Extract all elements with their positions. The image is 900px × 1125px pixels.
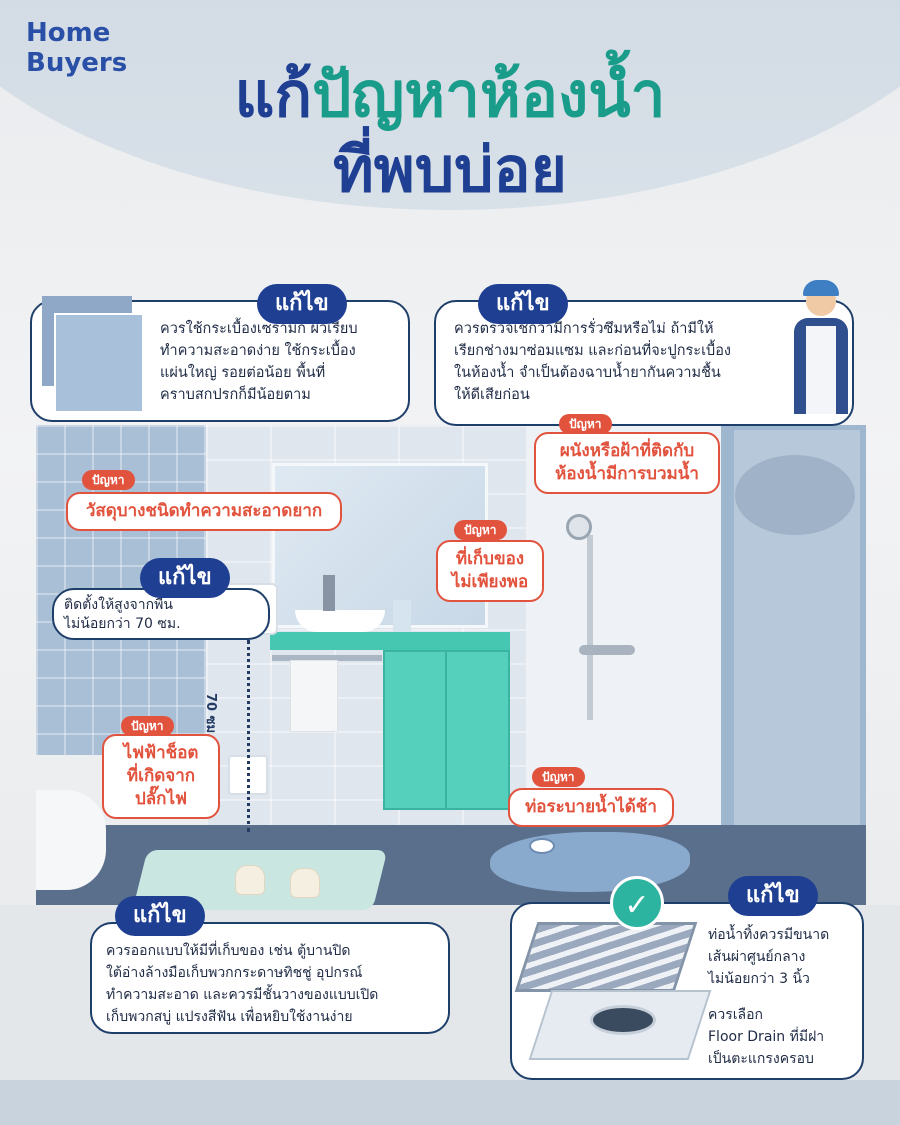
page-title-line-1: แก้ปัญหาห้องน้ำ xyxy=(0,60,900,130)
water-puddle xyxy=(490,832,690,892)
problem-slow-drain: ท่อระบายน้ำได้ช้า xyxy=(508,788,674,827)
problem-tag: ปัญหา xyxy=(454,520,507,540)
solution-storage-text: ควรออกแบบให้มีที่เก็บของ เช่น ตู้บานปิด … xyxy=(106,943,379,1025)
solution-label: แก้ไข xyxy=(115,896,205,936)
drain-grate-icon xyxy=(514,922,698,992)
title-accent: ปัญหาห้องน้ำ xyxy=(312,58,666,131)
toothbrush-cup-icon xyxy=(393,600,411,632)
solution-label: แก้ไข xyxy=(478,284,568,324)
solution-leak: ควรตรวจเช็กว่ามีการรั่วซึมหรือไม่ ถ้ามีใ… xyxy=(434,300,854,426)
title-dark: แก้ xyxy=(234,58,313,131)
solution-storage: ควรออกแบบให้มีที่เก็บของ เช่น ตู้บานปิด … xyxy=(90,922,450,1034)
problem-electric-shock: ไฟฟ้าช็อต ที่เกิดจาก ปลั๊กไฟ xyxy=(102,734,220,819)
solution-tiles-text: ควรใช้กระเบื้องเซรามิก ผิวเรียบ ทำความสะ… xyxy=(160,321,358,403)
solution-label: แก้ไข xyxy=(140,558,230,598)
problem-tag: ปัญหา xyxy=(532,767,585,787)
floor-drain-icon xyxy=(529,838,555,854)
tile-icon xyxy=(54,313,144,413)
slipper-icon xyxy=(235,865,265,895)
slipper-icon xyxy=(290,868,320,898)
towel-bar xyxy=(272,655,382,661)
drain-hole-icon xyxy=(590,1005,656,1035)
page-title-line-2: ที่พบบ่อย xyxy=(332,133,567,206)
check-icon: ✓ xyxy=(610,876,664,930)
bottom-strip xyxy=(0,1080,900,1125)
height-dimension-line xyxy=(247,640,250,832)
height-dimension-label: 70 ซม. xyxy=(203,693,218,738)
solution-drain-text-1: ท่อน้ำทิ้งควรมีขนาด เส้นผ่าศูนย์กลาง ไม่… xyxy=(708,927,830,987)
shower-icon xyxy=(566,514,592,540)
cabinet-door-split xyxy=(445,650,447,810)
solution-label: แก้ไข xyxy=(728,876,818,916)
problem-tag: ปัญหา xyxy=(82,470,135,490)
problem-tag: ปัญหา xyxy=(121,716,174,736)
logo-line-1: Home xyxy=(26,18,111,48)
problem-tag: ปัญหา xyxy=(559,414,612,434)
problem-materials: วัสดุบางชนิดทำความสะอาดยาก xyxy=(66,492,342,531)
logo-line-2: Buyers xyxy=(26,48,128,78)
vanity-counter xyxy=(270,632,510,650)
water-damage-stain xyxy=(735,455,855,535)
shower-mixer xyxy=(579,645,635,655)
sink-basin xyxy=(295,610,385,632)
problem-wall-swelling: ผนังหรือฝ้าที่ติดกับ ห้องน้ำมีการบวมน้ำ xyxy=(534,432,720,494)
solution-drain-text-2: ควรเลือก Floor Drain ที่มีฝา เป็นตะแกรงค… xyxy=(708,1007,825,1067)
solution-leak-text: ควรตรวจเช็กว่ามีการรั่วซึมหรือไม่ ถ้ามีใ… xyxy=(454,321,732,403)
toilet xyxy=(36,790,106,890)
towel xyxy=(290,660,338,732)
faucet-icon xyxy=(323,575,335,611)
solution-socket-text: ติดตั้งให้สูงจากพื้น ไม่น้อยกว่า 70 ซม. xyxy=(64,597,181,632)
shower-rail xyxy=(587,535,593,720)
problem-storage: ที่เก็บของ ไม่เพียงพอ xyxy=(436,540,544,602)
solution-label: แก้ไข xyxy=(257,284,347,324)
logo: Home Buyers xyxy=(26,18,127,78)
worker-icon xyxy=(786,274,856,414)
